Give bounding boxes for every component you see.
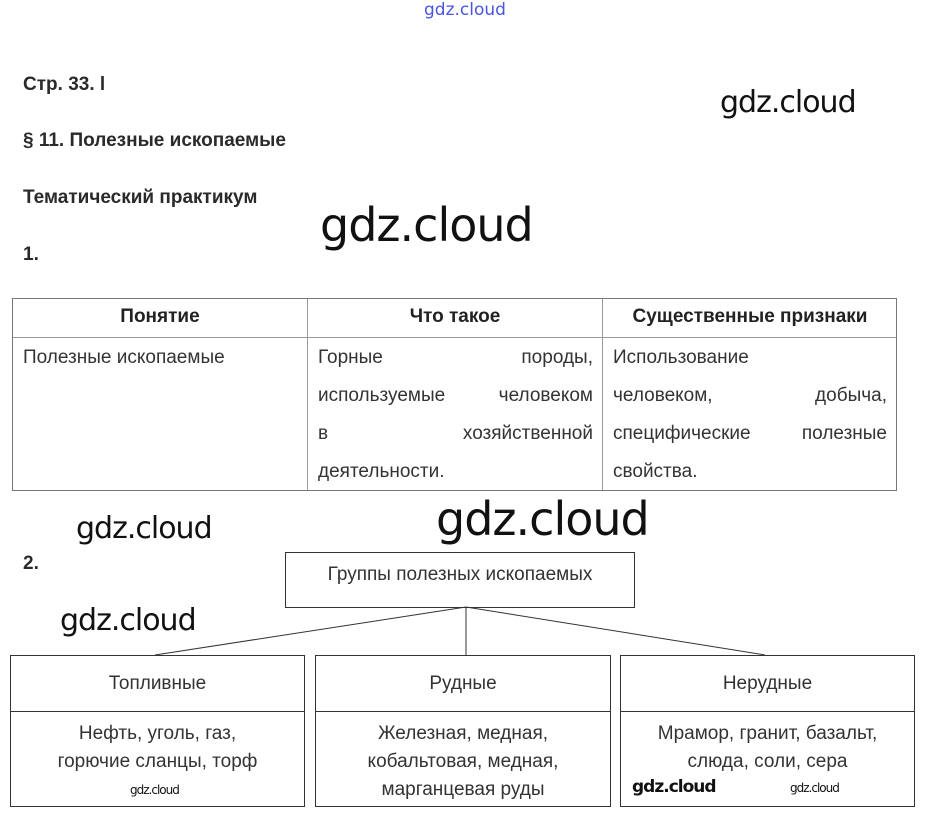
watermark: gdz.cloud <box>720 85 857 120</box>
cell-features: Использование человеком, добыча, специфи… <box>613 339 887 491</box>
cell-line: свойства. <box>613 461 698 482</box>
watermark: gdz.cloud <box>424 0 506 20</box>
cell-line: Использование <box>613 347 749 368</box>
task-2-number: 2. <box>23 553 39 574</box>
group-line: Мрамор, гранит, базальт, <box>657 723 878 744</box>
connector-line <box>154 606 467 656</box>
group-line: слюда, соли, сера <box>687 751 848 772</box>
root-box: Группы полезных ископаемых <box>285 552 635 608</box>
cell-line: специфические полезные <box>613 423 887 444</box>
concept-table: Понятие Что такое Существенные признаки … <box>12 298 897 491</box>
cell-line: в хозяйственной <box>318 423 593 444</box>
root-label: Группы полезных ископаемых <box>327 564 593 585</box>
watermark: gdz.cloud <box>320 198 534 252</box>
group-line: горючие сланцы, торф <box>57 751 258 772</box>
group-line: марганцевая руды <box>381 779 545 800</box>
cell-concept: Полезные ископаемые <box>23 339 298 377</box>
subsection-title: Тематический практикум <box>23 187 258 208</box>
watermark: gdz.cloud <box>130 783 180 797</box>
cell-line: Горные породы, <box>318 347 593 368</box>
watermark: gdz.cloud <box>436 492 650 546</box>
connector-line <box>465 606 766 656</box>
cell-definition: Горные породы, используемые человеком в … <box>318 339 593 491</box>
watermark: gdz.cloud <box>632 777 717 797</box>
cell-line: деятельности. <box>318 461 445 482</box>
watermark: gdz.cloud <box>60 603 197 638</box>
watermark: gdz.cloud <box>76 511 213 546</box>
watermark: gdz.cloud <box>790 781 840 795</box>
group-line: кобальтовая, медная, <box>367 751 559 772</box>
column-header-concept: Понятие <box>120 306 200 327</box>
group-title: Нерудные <box>621 656 914 712</box>
column-header-features: Существенные признаки <box>632 306 868 327</box>
cell-line: человеком, добыча, <box>613 385 887 406</box>
task-1-number: 1. <box>23 244 39 265</box>
group-line: Нефть, уголь, газ, <box>78 723 237 744</box>
group-title: Топливные <box>11 656 304 712</box>
cell-line: используемые человеком <box>318 385 593 406</box>
group-box-nonmetallic: Нерудные Мрамор, гранит, базальт, слюда, … <box>620 655 915 807</box>
cell-line: Полезные ископаемые <box>23 347 225 368</box>
section-title: § 11. Полезные ископаемые <box>23 130 286 151</box>
group-title: Рудные <box>316 656 610 712</box>
group-box-fuel: Топливные Нефть, уголь, газ, горючие слан… <box>10 655 305 807</box>
group-box-ore: Рудные Железная, медная, кобальтовая, мед… <box>315 655 611 807</box>
page-reference: Стр. 33. l <box>23 74 106 95</box>
group-line: Железная, медная, <box>377 723 549 744</box>
column-header-definition: Что такое <box>409 306 501 327</box>
